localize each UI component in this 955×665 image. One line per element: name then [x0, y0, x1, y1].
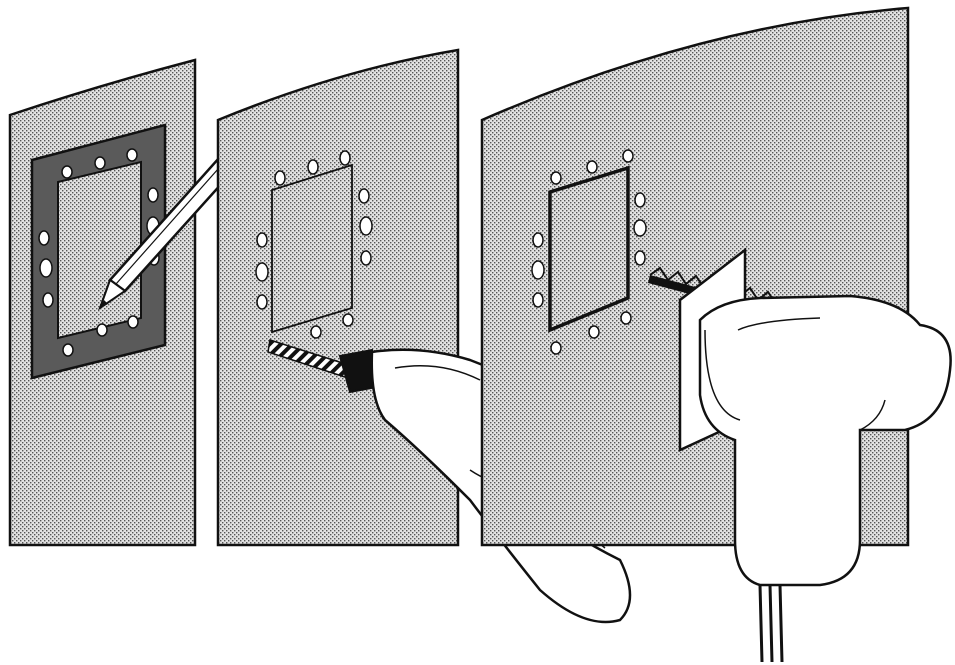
jigsaw-body: [698, 294, 952, 587]
cut-opening: [548, 165, 630, 333]
jigsaw-icon: [648, 247, 952, 663]
wall-panel-2: [216, 48, 460, 547]
panel-step-3: [480, 6, 952, 663]
drilled-holes: [255, 150, 373, 339]
power-cord: [758, 584, 784, 663]
drilled-holes-3: [531, 149, 647, 355]
traced-outline: [271, 163, 353, 334]
template-opening: [57, 160, 142, 340]
